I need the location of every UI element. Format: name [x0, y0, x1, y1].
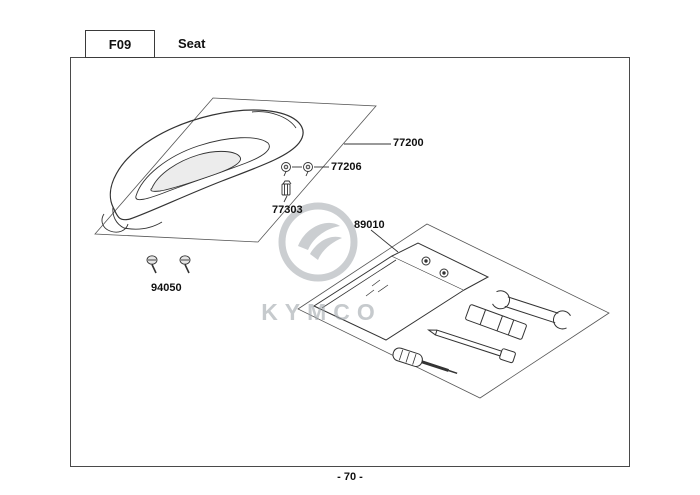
page-number: - 70 -	[337, 471, 363, 483]
section-code-box: F09	[85, 30, 155, 58]
part-label-tool-kit: 89010	[354, 219, 385, 231]
diagram-frame	[70, 57, 630, 467]
section-title: Seat	[178, 36, 206, 51]
part-label-seat-bolt: 77206	[331, 161, 362, 173]
part-label-seat-hook: 77303	[272, 204, 303, 216]
part-label-seat-assembly: 77200	[393, 137, 424, 149]
part-label-seat-screws: 94050	[151, 282, 182, 294]
section-code: F09	[108, 36, 132, 52]
